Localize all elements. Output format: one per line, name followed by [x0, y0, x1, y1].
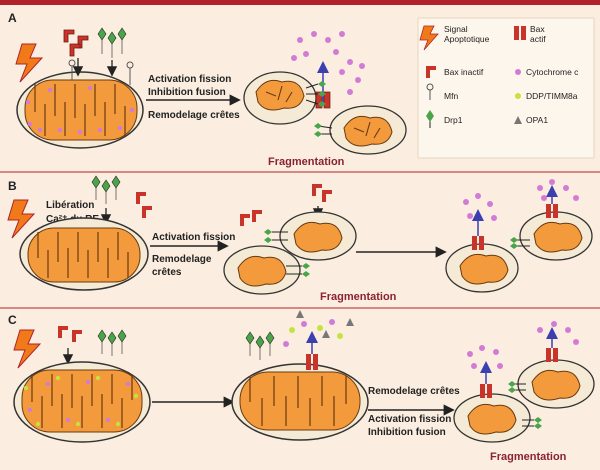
mitochondrion-large-c2 [231, 331, 369, 441]
top-rule [0, 0, 600, 5]
fragment-mito-b4 [519, 185, 593, 261]
panel-a: A [8, 11, 407, 168]
legend: Signal Apoptotique Bax actif Bax inactif… [417, 17, 595, 159]
panel-c-fragmentation: Fragmentation [490, 451, 567, 463]
panel-a-text-3: Remodelage crêtes [148, 110, 240, 121]
legend-bax-inactif: Bax inactif [444, 67, 484, 77]
cytochrome-cloud-b [463, 179, 579, 221]
legend-mfn-icon [426, 83, 434, 100]
cytochrome-cloud-c [467, 321, 579, 369]
fragment-mito-b3 [445, 209, 519, 293]
fragment-mito-1 [243, 71, 317, 125]
legend-ddp-icon [515, 93, 521, 99]
bax-inactive-group-c [58, 326, 82, 342]
release-cloud-c [283, 310, 354, 347]
legend-signal-1: Signal [444, 24, 468, 34]
panel-b-fragmentation: Fragmentation [320, 291, 397, 303]
panel-b-text-3: crêtes [152, 267, 182, 278]
panel-c: C [8, 310, 595, 463]
panel-b-letter: B [8, 179, 17, 193]
legend-cytochrome: Cytochrome c [526, 67, 579, 77]
fragment-mito-b1 [279, 211, 357, 261]
fragment-mito-c2 [517, 327, 595, 409]
legend-bax-actif-2: actif [530, 34, 546, 44]
panel-c-text-1: Remodelage crêtes [368, 386, 460, 397]
legend-signal-2: Apoptotique [444, 34, 490, 44]
mitochondrion-large [16, 59, 144, 149]
panel-c-text-2: Activation fission [368, 414, 451, 425]
cytochrome-cloud-a [291, 31, 365, 95]
panel-b-text-1: Activation fission [152, 232, 235, 243]
drp1-group-c2 [245, 331, 275, 360]
legend-opa1: OPA1 [526, 115, 548, 125]
mitochondrion-large-b [19, 217, 149, 291]
signal-bolt-icon-c [13, 329, 42, 369]
drp1-group [97, 27, 127, 58]
fragment-mito-b2 [223, 245, 301, 295]
legend-cytochrome-icon [515, 69, 521, 75]
legend-opa1-icon [514, 116, 522, 124]
legend-signal-icon [419, 25, 439, 51]
mitochondrion-large-c1 [13, 361, 151, 443]
legend-mfn: Mfn [444, 91, 458, 101]
fragment-mito-c1 [453, 361, 531, 443]
drp1-group-b [91, 175, 121, 204]
panel-a-text-2: Inhibition fusion [148, 87, 226, 98]
signal-bolt-icon [15, 43, 44, 83]
legend-bax-inactif-icon [426, 66, 436, 78]
signal-bolt-icon-b [7, 199, 36, 239]
legend-drp1: Drp1 [444, 115, 463, 125]
legend-bax-actif-icon [514, 26, 526, 40]
bax-inactive-group [63, 29, 89, 57]
panel-a-fragmentation: Fragmentation [268, 156, 345, 168]
panel-a-text-1: Activation fission [148, 74, 231, 85]
bax-inactive-group-b [136, 192, 152, 218]
panel-c-letter: C [8, 313, 17, 327]
bax-inactive-group-b2 [240, 184, 332, 226]
drp1-heads-a [314, 81, 326, 137]
panel-a-letter: A [8, 11, 17, 25]
panel-b-trigger-1: Libération [46, 200, 94, 211]
panel-b-text-2: Remodelage [152, 254, 212, 265]
panel-b: B Libération Ca²⁺ du RE Activation fissi… [7, 175, 593, 303]
legend-drp1-icon [426, 110, 434, 128]
legend-bax-actif-1: Bax [530, 24, 545, 34]
legend-ddp: DDP/TIMM8a [526, 91, 578, 101]
drp1-group-c [97, 329, 127, 356]
panel-c-text-3: Inhibition fusion [368, 427, 446, 438]
fragment-mito-2 [329, 105, 407, 155]
